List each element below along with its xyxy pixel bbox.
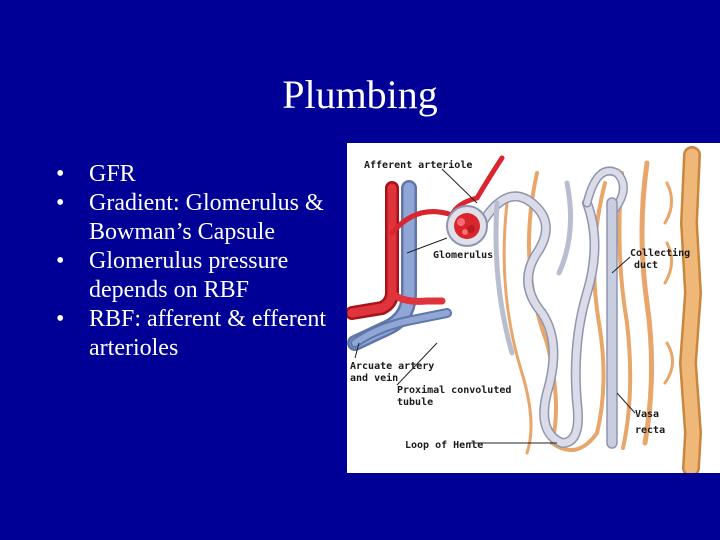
bullet-text: GFR — [89, 161, 136, 187]
nephron-illustration: Afferent arteriole Glomerulus Collecting… — [347, 146, 703, 473]
arcuate-artery — [347, 155, 505, 320]
bullet-icon: • — [56, 161, 65, 187]
bullet-icon: • — [56, 248, 65, 274]
label-proximal-tubule: Proximal convoluted — [397, 384, 511, 396]
label-vasa-recta: Vasa — [635, 409, 659, 420]
bullet-text: RBF: afferent & efferent arterioles — [89, 306, 327, 361]
bullet-item-rbf: • RBF: afferent & efferent arterioles — [56, 305, 346, 363]
bullet-icon: • — [56, 306, 65, 332]
bullet-item-pressure: • Glomerulus pressure depends on RBF — [56, 247, 346, 305]
label-collecting-duct-2: duct — [634, 260, 658, 271]
bullet-list: • GFR • Gradient: Glomerulus & Bowman’s … — [56, 160, 346, 363]
label-loop-of-henle: Loop of Henle — [405, 440, 483, 451]
label-afferent-arteriole: Afferent arteriole — [364, 159, 472, 171]
label-vasa-recta-2: recta — [635, 425, 665, 436]
label-arcuate-artery: Arcuate artery — [350, 361, 434, 372]
vasa-recta-vessels — [502, 146, 703, 473]
slide-title: Plumbing — [282, 72, 438, 117]
arcuate-vein — [347, 180, 452, 351]
label-collecting-duct: Collecting — [630, 247, 690, 259]
label-proximal-tubule-2: tubule — [397, 397, 433, 408]
leader-lines — [354, 168, 636, 444]
tubule-loops — [477, 166, 628, 449]
label-glomerulus: Glomerulus — [433, 250, 493, 261]
bullet-icon: • — [56, 190, 65, 216]
bullet-item-gradient: • Gradient: Glomerulus & Bowman’s Capsul… — [56, 189, 346, 247]
bullet-text: Glomerulus pressure depends on RBF — [89, 248, 289, 303]
glomerulus — [446, 205, 488, 247]
bullet-item-gfr: • GFR — [56, 160, 346, 189]
bullet-text: Gradient: Glomerulus & Bowman’s Capsule — [89, 190, 324, 245]
label-arcuate-vein: and vein — [350, 372, 398, 384]
nephron-diagram: Afferent arteriole Glomerulus Collecting… — [347, 143, 720, 473]
